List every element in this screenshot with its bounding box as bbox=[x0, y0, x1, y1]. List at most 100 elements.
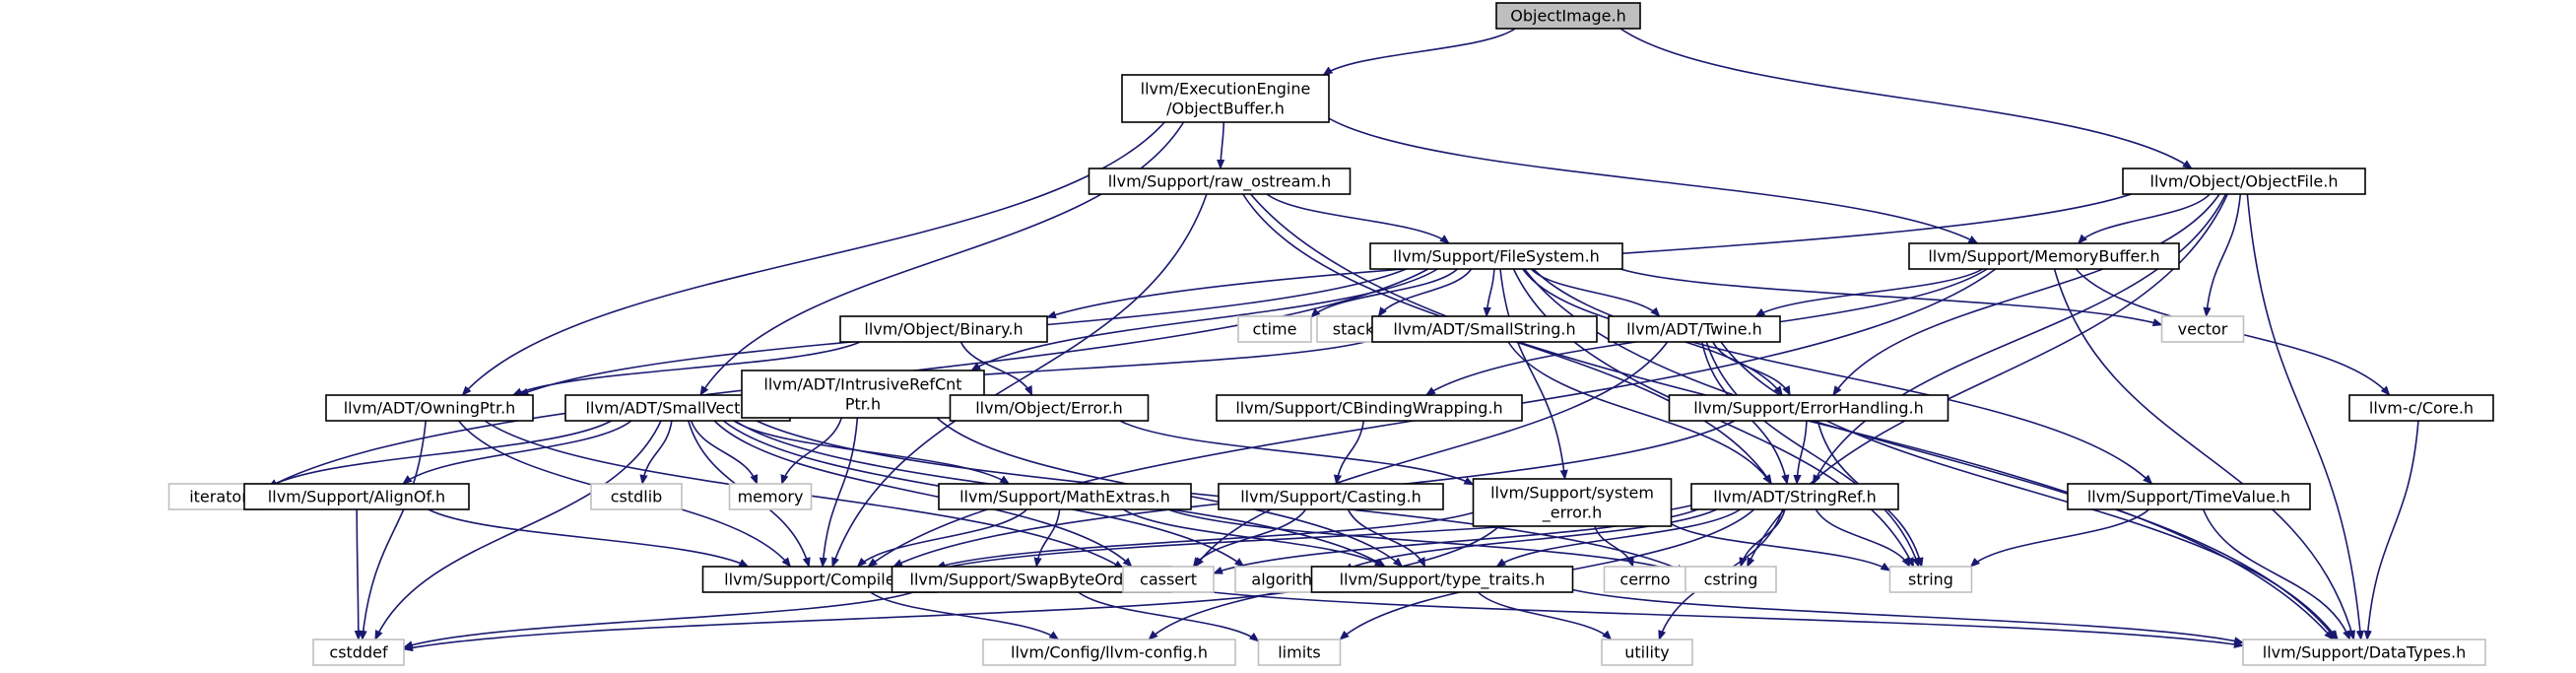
node-label-typetraits: llvm/Support/type_traits.h bbox=[1340, 571, 1546, 590]
node-label-utility: utility bbox=[1624, 643, 1670, 662]
node-box-ctime bbox=[1237, 315, 1312, 343]
node-typetraits[interactable]: llvm/Support/type_traits.h bbox=[1310, 566, 1574, 593]
edge-syserr-to-compiler bbox=[937, 511, 1474, 568]
node-label-compiler: llvm/Support/Compiler.h bbox=[724, 571, 915, 589]
node-label-objbuf: /ObjectBuffer.h bbox=[1166, 100, 1285, 118]
node-box-casting bbox=[1218, 483, 1444, 510]
node-box-cerrno bbox=[1603, 566, 1687, 593]
edge-smallvec-to-memory bbox=[690, 420, 759, 484]
edge-timeval-to-string bbox=[1971, 508, 2149, 567]
node-box-cbind bbox=[1216, 394, 1523, 422]
node-label-root: ObjectImage.h bbox=[1510, 7, 1625, 26]
edge-alignof-to-compiler bbox=[428, 508, 749, 568]
node-fs[interactable]: llvm/Support/FileSystem.h bbox=[1369, 242, 1623, 270]
node-label-syserr: llvm/Support/system bbox=[1490, 484, 1654, 503]
node-box-mathext bbox=[938, 483, 1192, 510]
node-cstdlib[interactable]: cstdlib bbox=[590, 483, 683, 510]
node-owning[interactable]: llvm/ADT/OwningPtr.h bbox=[325, 394, 534, 422]
node-label-objbuf: llvm/ExecutionEngine bbox=[1141, 80, 1311, 99]
node-timeval[interactable]: llvm/Support/TimeValue.h bbox=[2067, 483, 2311, 510]
node-memory[interactable]: memory bbox=[728, 483, 813, 510]
node-membuf[interactable]: llvm/Support/MemoryBuffer.h bbox=[1908, 242, 2180, 270]
node-box-stringref bbox=[1690, 483, 1899, 510]
edge-smallvec-to-cassert bbox=[713, 420, 1132, 567]
node-box-objerr bbox=[949, 394, 1150, 422]
node-objerr[interactable]: llvm/Object/Error.h bbox=[949, 394, 1150, 422]
node-label-memory: memory bbox=[738, 488, 804, 506]
edge-root-to-objfile bbox=[1619, 28, 2192, 168]
node-mathext[interactable]: llvm/Support/MathExtras.h bbox=[938, 483, 1192, 510]
node-label-smallstr: llvm/ADT/SmallString.h bbox=[1393, 320, 1575, 339]
edge-objerr-to-syserr bbox=[1119, 420, 1474, 486]
node-string[interactable]: string bbox=[1888, 566, 1973, 593]
node-label-errhand: llvm/Support/ErrorHandling.h bbox=[1693, 399, 1924, 418]
edge-fs-to-intrusive bbox=[971, 268, 1438, 371]
node-binary[interactable]: llvm/Object/Binary.h bbox=[839, 315, 1048, 343]
node-box-cstdlib bbox=[590, 483, 683, 510]
node-label-smallvec: llvm/ADT/SmallVector.h bbox=[586, 399, 770, 418]
node-core[interactable]: llvm-c/Core.h bbox=[2348, 394, 2494, 422]
node-vector[interactable]: vector bbox=[2160, 315, 2245, 343]
node-label-stack: stack bbox=[1333, 320, 1375, 339]
node-label-swapbyte: llvm/Support/SwapByteOrder.h bbox=[910, 571, 1154, 589]
edge-swapbyte-to-cstddef bbox=[404, 591, 914, 647]
node-objfile[interactable]: llvm/Object/ObjectFile.h bbox=[2122, 168, 2366, 195]
node-syserr[interactable]: llvm/Support/system_error.h bbox=[1472, 478, 1673, 527]
node-label-cstring: cstring bbox=[1704, 571, 1758, 589]
node-label-cstdlib: cstdlib bbox=[611, 488, 663, 506]
edge-core-to-datatypes bbox=[2367, 420, 2419, 639]
node-label-cerrno: cerrno bbox=[1619, 571, 1670, 589]
node-cassert[interactable]: cassert bbox=[1122, 566, 1215, 593]
node-twine[interactable]: llvm/ADT/Twine.h bbox=[1608, 315, 1781, 343]
edge-syserr-to-string bbox=[1671, 522, 1890, 572]
node-utility[interactable]: utility bbox=[1601, 639, 1693, 666]
node-limits[interactable]: limits bbox=[1257, 639, 1342, 666]
node-label-llvmconfig: llvm/Config/llvm-config.h bbox=[1011, 643, 1208, 662]
node-box-fs bbox=[1369, 242, 1623, 270]
node-objbuf[interactable]: llvm/ExecutionEngine/ObjectBuffer.h bbox=[1121, 74, 1330, 123]
node-cerrno[interactable]: cerrno bbox=[1603, 566, 1687, 593]
node-box-limits bbox=[1257, 639, 1342, 666]
edge-rawos-to-fs bbox=[1266, 193, 1449, 243]
edge-mathext-to-swapbyte bbox=[1036, 508, 1061, 567]
node-label-objerr: llvm/Object/Error.h bbox=[975, 399, 1123, 418]
node-alignof[interactable]: llvm/Support/AlignOf.h bbox=[243, 483, 470, 510]
node-box-alignof bbox=[243, 483, 470, 510]
node-box-core bbox=[2348, 394, 2494, 422]
node-box-cstring bbox=[1684, 566, 1777, 593]
node-label-cbind: llvm/Support/CBindingWrapping.h bbox=[1235, 399, 1502, 418]
edge-mathext-to-cstring bbox=[1167, 508, 1685, 573]
node-rawos[interactable]: llvm/Support/raw_ostream.h bbox=[1088, 168, 1352, 195]
node-datatypes[interactable]: llvm/Support/DataTypes.h bbox=[2242, 639, 2486, 666]
node-box-owning bbox=[325, 394, 534, 422]
node-box-memory bbox=[728, 483, 813, 510]
node-errhand[interactable]: llvm/Support/ErrorHandling.h bbox=[1668, 394, 1949, 422]
node-cstring[interactable]: cstring bbox=[1684, 566, 1777, 593]
node-ctime[interactable]: ctime bbox=[1237, 315, 1312, 343]
node-root[interactable]: ObjectImage.h bbox=[1495, 2, 1641, 30]
node-box-root bbox=[1495, 2, 1641, 30]
edge-typetraits-to-cstddef bbox=[404, 587, 1312, 649]
node-label-iterator: iterator bbox=[189, 488, 248, 506]
edge-stringref-to-algorithm bbox=[1344, 508, 1717, 572]
node-stringref[interactable]: llvm/ADT/StringRef.h bbox=[1690, 483, 1899, 510]
node-llvmconfig[interactable]: llvm/Config/llvm-config.h bbox=[982, 639, 1236, 666]
node-box-objbuf bbox=[1121, 74, 1330, 123]
node-label-cassert: cassert bbox=[1140, 571, 1197, 589]
node-label-intrusive: llvm/ADT/IntrusiveRefCnt bbox=[763, 375, 961, 394]
node-casting[interactable]: llvm/Support/Casting.h bbox=[1218, 483, 1444, 510]
node-label-string: string bbox=[1908, 571, 1953, 589]
edge-alignof-to-cstddef bbox=[357, 508, 359, 639]
node-smallstr[interactable]: llvm/ADT/SmallString.h bbox=[1371, 315, 1598, 343]
node-box-string bbox=[1888, 566, 1973, 593]
node-box-rawos bbox=[1088, 168, 1352, 195]
node-cstddef[interactable]: cstddef bbox=[312, 639, 405, 666]
edge-casting-to-typetraits bbox=[1347, 508, 1426, 567]
node-label-alignof: llvm/Support/AlignOf.h bbox=[268, 488, 445, 506]
edge-intrusive-to-compiler bbox=[823, 417, 859, 567]
node-box-cassert bbox=[1122, 566, 1215, 593]
edge-objfile-to-stringref bbox=[1812, 193, 2227, 484]
edge-objbuf-to-rawos bbox=[1221, 121, 1223, 168]
node-cbind[interactable]: llvm/Support/CBindingWrapping.h bbox=[1216, 394, 1523, 422]
